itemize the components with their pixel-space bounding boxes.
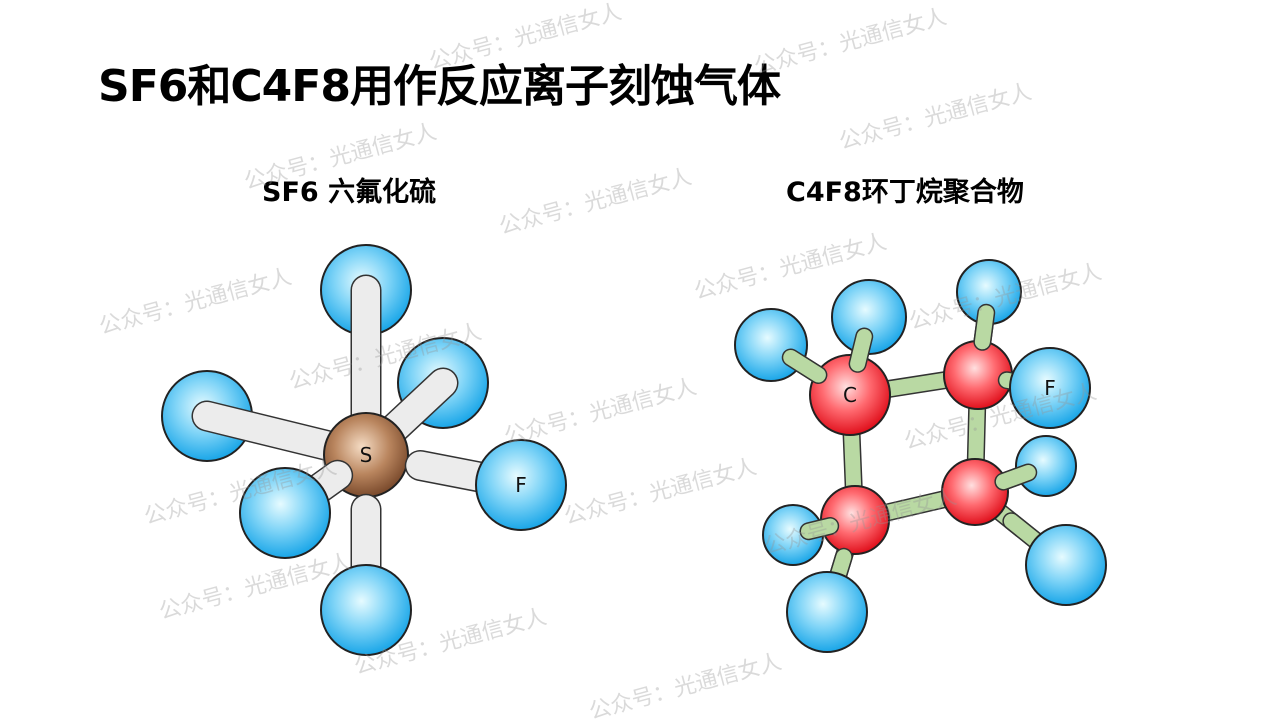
fluorine-atom bbox=[786, 571, 868, 653]
fluorine-atom-label: F bbox=[1044, 376, 1056, 400]
carbon-atom-label: C bbox=[843, 383, 857, 407]
sf6-molecule: SF bbox=[161, 244, 567, 656]
fluorine-atom bbox=[239, 467, 331, 559]
c-f-bond bbox=[783, 350, 826, 383]
c4f8-caption: C4F8环丁烷聚合物 bbox=[786, 177, 1024, 208]
c-f-bond bbox=[801, 518, 838, 539]
c-f-bond bbox=[850, 329, 872, 372]
fluorine-atom bbox=[1009, 347, 1091, 429]
fluorine-atom bbox=[1025, 524, 1107, 606]
sulfur-atom-label: S bbox=[360, 443, 373, 467]
carbon-atom bbox=[809, 354, 891, 436]
fluorine-atom-label: F bbox=[515, 473, 527, 497]
sf6-caption: SF6 六氟化硫 bbox=[262, 177, 437, 208]
fluorine-atom bbox=[475, 439, 567, 531]
c-f-bond bbox=[974, 305, 994, 350]
carbon-atom bbox=[941, 458, 1009, 526]
c-f-bond bbox=[995, 465, 1036, 490]
fluorine-atom bbox=[320, 564, 412, 656]
slide-title: SF6和C4F8用作反应离子刻蚀气体 bbox=[98, 61, 781, 112]
